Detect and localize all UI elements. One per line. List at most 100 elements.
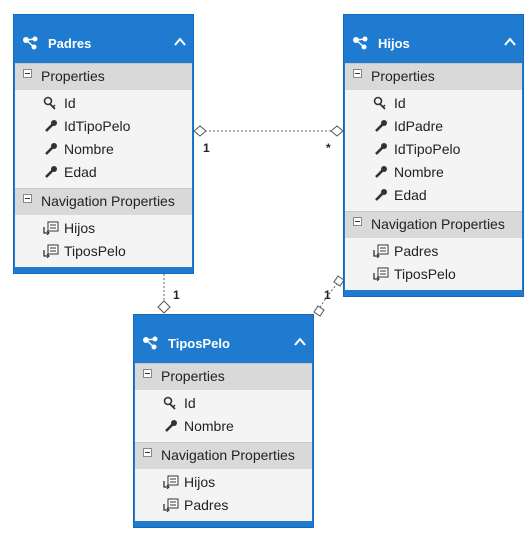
section-label: Properties [371, 68, 435, 84]
navigation-section-header[interactable]: Navigation Properties [135, 442, 312, 469]
property-item[interactable]: Id [345, 92, 522, 115]
navigation-list: Hijos TiposPelo [15, 215, 192, 267]
property-item[interactable]: Nombre [15, 138, 192, 161]
padres-tipospelo-diamond-bottom [157, 300, 171, 314]
navigation-item[interactable]: Hijos [135, 471, 312, 494]
navigation-list: Padres TiposPelo [345, 238, 522, 290]
entity-icon [23, 36, 38, 50]
navigation-label: Padres [394, 243, 439, 259]
property-label: Nombre [64, 141, 114, 157]
padres-hijos-mult-1: 1 [203, 141, 210, 155]
property-item[interactable]: IdTipoPelo [15, 115, 192, 138]
navigation-item[interactable]: Padres [345, 240, 522, 263]
navigation-property-icon [43, 221, 59, 235]
property-label: Id [394, 95, 406, 111]
property-item[interactable]: Id [135, 392, 312, 415]
navigation-property-icon [373, 244, 389, 258]
entity-title: Padres [48, 36, 92, 51]
property-item[interactable]: Edad [345, 184, 522, 207]
property-item[interactable]: IdPadre [345, 115, 522, 138]
navigation-item[interactable]: TiposPelo [15, 240, 192, 263]
navigation-label: TiposPelo [394, 266, 456, 282]
collapse-minus-icon[interactable] [353, 217, 362, 226]
entity-header[interactable]: Padres [14, 15, 193, 63]
entity-title: TiposPelo [168, 336, 230, 351]
entity-hijos[interactable]: Hijos Properties Id IdPadre IdTipoPelo [343, 14, 524, 297]
wrench-icon [375, 120, 387, 132]
property-label: Edad [394, 187, 427, 203]
key-icon [163, 396, 176, 410]
entity-header[interactable]: TiposPelo [134, 315, 313, 363]
property-item[interactable]: Nombre [345, 161, 522, 184]
collapse-minus-icon[interactable] [143, 369, 152, 378]
entity-icon [143, 336, 158, 350]
property-item[interactable]: Edad [15, 161, 192, 184]
properties-list: Id Nombre [135, 390, 312, 442]
wrench-icon [375, 166, 387, 178]
property-label: IdTipoPelo [64, 118, 131, 134]
entity-tipospelo[interactable]: TiposPelo Properties Id Nombre Navigatio… [133, 314, 314, 528]
hijos-tipospelo-diamond-bottom [313, 305, 325, 317]
properties-section-header[interactable]: Properties [345, 63, 522, 90]
wrench-icon [45, 166, 57, 178]
collapse-minus-icon[interactable] [23, 194, 32, 203]
properties-list: Id IdTipoPelo Nombre Edad [15, 90, 192, 188]
wrench-icon [45, 120, 57, 132]
collapse-minus-icon[interactable] [143, 448, 152, 457]
property-item[interactable]: Nombre [135, 415, 312, 438]
navigation-item[interactable]: Hijos [15, 217, 192, 240]
properties-list: Id IdPadre IdTipoPelo Nombre Edad [345, 90, 522, 211]
padres-hijos-mult-many: * [326, 141, 331, 155]
wrench-icon [375, 189, 387, 201]
key-icon [43, 96, 56, 110]
entity-body: Properties Id IdTipoPelo Nombre Edad Nav… [15, 63, 192, 267]
property-label: Nombre [184, 418, 234, 434]
wrench-icon [45, 143, 57, 155]
properties-section-header[interactable]: Properties [135, 363, 312, 390]
entity-padres[interactable]: Padres Properties Id IdTipoPelo Nombre [13, 14, 194, 274]
navigation-property-icon [373, 267, 389, 281]
key-icon [373, 96, 386, 110]
padres-tipospelo-mult-1: 1 [173, 288, 180, 302]
navigation-section-header[interactable]: Navigation Properties [345, 211, 522, 238]
section-label: Navigation Properties [371, 216, 505, 232]
entity-icon [353, 36, 368, 50]
entity-title: Hijos [378, 36, 410, 51]
wrench-icon [375, 143, 387, 155]
chevron-up-icon[interactable] [173, 36, 187, 48]
navigation-label: TiposPelo [64, 243, 126, 259]
property-label: Id [64, 95, 76, 111]
navigation-property-icon [43, 244, 59, 258]
collapse-minus-icon[interactable] [23, 69, 32, 78]
section-label: Navigation Properties [161, 447, 295, 463]
wrench-icon [165, 420, 177, 432]
property-label: Nombre [394, 164, 444, 180]
property-label: IdTipoPelo [394, 141, 461, 157]
navigation-section-header[interactable]: Navigation Properties [15, 188, 192, 215]
property-label: IdPadre [394, 118, 444, 134]
navigation-label: Hijos [184, 474, 216, 490]
entity-body: Properties Id Nombre Navigation Properti… [135, 363, 312, 521]
property-item[interactable]: Id [15, 92, 192, 115]
property-label: Id [184, 395, 196, 411]
navigation-label: Padres [184, 497, 229, 513]
section-label: Navigation Properties [41, 193, 175, 209]
section-label: Properties [41, 68, 105, 84]
navigation-item[interactable]: TiposPelo [345, 263, 522, 286]
chevron-up-icon[interactable] [293, 336, 307, 348]
padres-hijos-diamond-left [193, 125, 207, 137]
chevron-up-icon[interactable] [503, 36, 517, 48]
entity-header[interactable]: Hijos [344, 15, 523, 63]
section-label: Properties [161, 368, 225, 384]
padres-hijos-diamond-right [330, 125, 344, 137]
navigation-property-icon [163, 475, 179, 489]
collapse-minus-icon[interactable] [353, 69, 362, 78]
property-item[interactable]: IdTipoPelo [345, 138, 522, 161]
entity-body: Properties Id IdPadre IdTipoPelo Nombre … [345, 63, 522, 290]
navigation-list: Hijos Padres [135, 469, 312, 521]
hijos-tipospelo-mult-1: 1 [324, 288, 331, 302]
navigation-property-icon [163, 498, 179, 512]
navigation-item[interactable]: Padres [135, 494, 312, 517]
properties-section-header[interactable]: Properties [15, 63, 192, 90]
